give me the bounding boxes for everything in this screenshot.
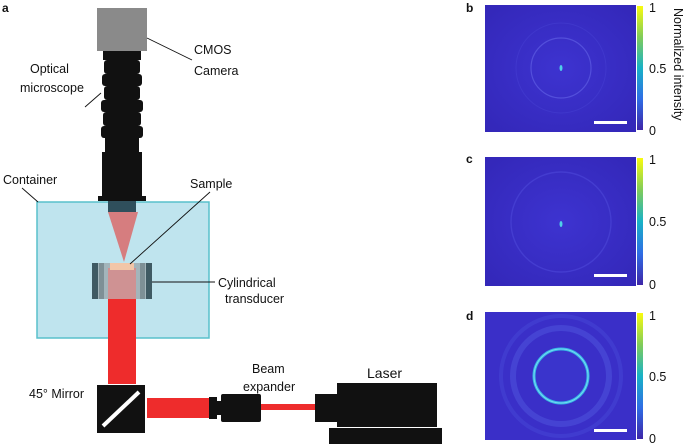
colorbar-b-tick-1: 1: [649, 1, 656, 15]
colorbar-c: [637, 158, 643, 285]
cmos-camera: [97, 8, 147, 51]
laser-label: Laser: [367, 365, 402, 381]
sample: [110, 263, 134, 270]
laser-beam-expanded: [147, 398, 209, 418]
colorbar-c-tick-05: 0.5: [649, 215, 666, 229]
leader-lines: [21, 37, 215, 283]
light-cone: [108, 212, 138, 262]
colorbar-b-tick-05: 0.5: [649, 62, 666, 76]
optical-microscope: [98, 51, 146, 212]
panel-label-c: c: [466, 152, 473, 166]
microscope-label: Optical microscope: [20, 62, 84, 95]
panel-label-b: b: [466, 1, 473, 15]
mirror-45: [97, 385, 145, 433]
container-label: Container: [3, 173, 57, 187]
colorbar-b: [637, 6, 643, 130]
image-panel-d: [485, 312, 636, 440]
panel-label-d: d: [466, 309, 473, 323]
colorbar-title: Normalized intensity: [671, 8, 685, 121]
sample-label: Sample: [190, 177, 232, 191]
colorbar-d: [637, 313, 643, 439]
transducer-label: Cylindrical transducer: [218, 276, 284, 306]
colorbar-d-tick-0: 0: [649, 432, 656, 446]
colorbar-c-tick-0: 0: [649, 278, 656, 292]
scale-bar-b: [594, 121, 627, 124]
laser-beam-narrow: [258, 404, 316, 410]
beam-expander-label: Beam expander: [243, 362, 295, 394]
scale-bar-c: [594, 274, 627, 277]
beam-expander: [209, 394, 261, 422]
image-panel-c: [485, 157, 636, 286]
colorbar-b-tick-0: 0: [649, 124, 656, 138]
image-panel-b: [485, 5, 636, 132]
colorbar-d-tick-1: 1: [649, 309, 656, 323]
scale-bar-d: [594, 429, 627, 432]
laser: [315, 383, 442, 444]
colorbar-d-tick-05: 0.5: [649, 370, 666, 384]
mirror-label: 45° Mirror: [29, 387, 84, 401]
cylindrical-transducer: [92, 263, 152, 299]
camera-label: CMOS Camera: [194, 43, 239, 78]
colorbar-c-tick-1: 1: [649, 153, 656, 167]
panel-label-a: a: [2, 1, 9, 15]
